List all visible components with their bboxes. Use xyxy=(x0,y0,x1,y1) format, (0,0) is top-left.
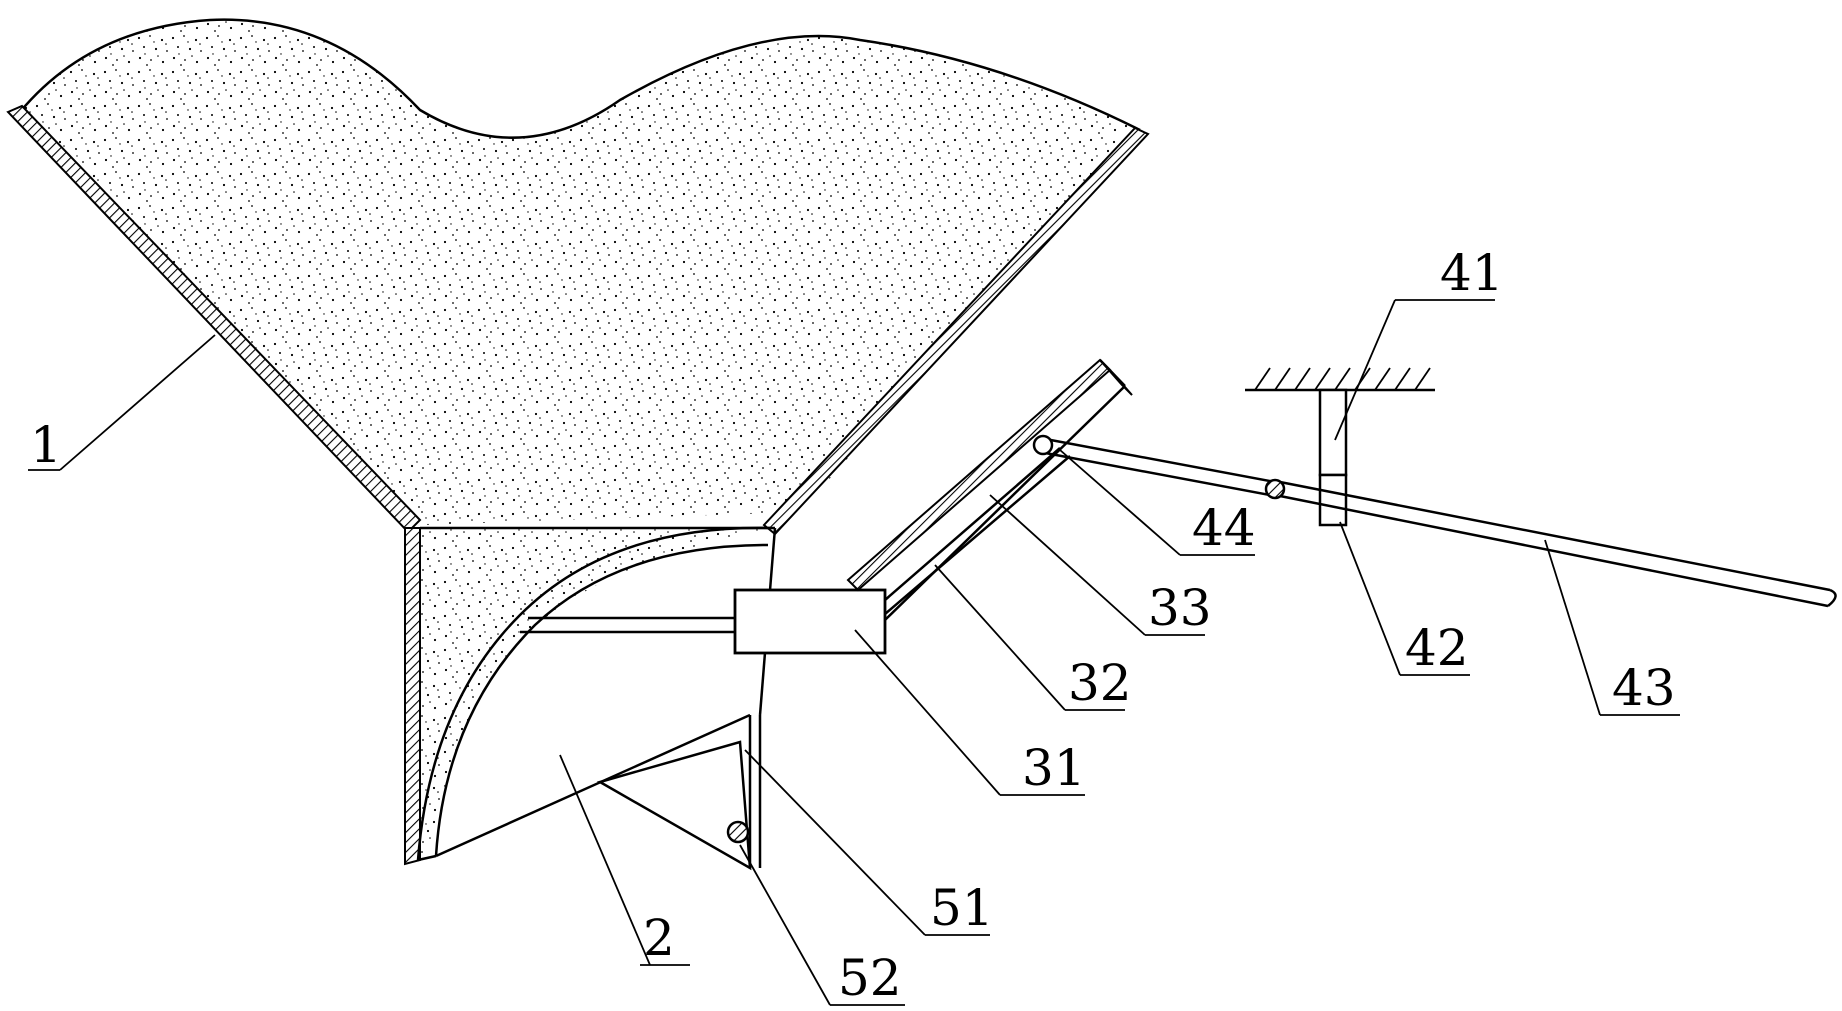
leader-33 xyxy=(989,494,1146,636)
label-hinge-pin: 52 xyxy=(838,949,902,1007)
label-link-pin: 44 xyxy=(1192,499,1256,557)
label-pivot-block: 42 xyxy=(1405,619,1469,677)
label-hopper: 1 xyxy=(30,416,62,474)
leader-52 xyxy=(739,844,831,1006)
ceiling-hatching xyxy=(1254,367,1431,391)
gate-bottom-edge xyxy=(435,713,751,858)
tube-end-pin xyxy=(1032,434,1054,456)
label-gate-plate: 51 xyxy=(930,879,994,937)
cylinder-box xyxy=(733,588,887,655)
link-rod-top xyxy=(1039,436,1276,484)
link-rod-bottom xyxy=(1039,450,1276,498)
label-lever: 43 xyxy=(1612,659,1676,717)
hinge-bracket xyxy=(596,740,752,871)
lever-bottom xyxy=(1279,494,1829,608)
leader-32 xyxy=(934,564,1066,711)
leader-42 xyxy=(1339,521,1401,676)
label-mount: 41 xyxy=(1440,244,1504,302)
guide-tube-end xyxy=(1099,359,1126,387)
bulk-material-upper xyxy=(20,19,1140,525)
lever-end xyxy=(1827,588,1837,607)
push-rod-line-2 xyxy=(884,455,1071,615)
leader-lines xyxy=(28,299,1680,1006)
pivot-block xyxy=(1318,473,1348,527)
outlet-left-wall xyxy=(404,527,421,866)
leader-31 xyxy=(854,629,1001,796)
leader-43 xyxy=(1544,539,1601,716)
hopper-top-surface xyxy=(19,18,1141,139)
gate-arc-end xyxy=(417,854,437,862)
link-pin-circle xyxy=(1264,478,1286,500)
label-gate: 2 xyxy=(643,909,675,967)
push-rod-line-1 xyxy=(884,447,1061,601)
label-push-rod: 33 xyxy=(1148,579,1212,637)
bulk-material-lower xyxy=(420,528,775,860)
leader-44 xyxy=(1059,449,1181,556)
gate-arc-outer xyxy=(416,526,771,861)
mount-post xyxy=(1318,388,1348,477)
label-cylinder: 31 xyxy=(1022,739,1086,797)
gate-arc-inner xyxy=(434,543,769,857)
lever-top xyxy=(1279,480,1831,592)
leader-2 xyxy=(559,754,651,966)
hinge-pin-circle xyxy=(726,820,750,844)
gate-sector xyxy=(436,715,762,868)
leader-1 xyxy=(59,334,216,471)
leader-51 xyxy=(744,749,926,936)
hopper-left-wall xyxy=(6,104,422,534)
label-guide-tube: 32 xyxy=(1068,654,1132,712)
leader-41 xyxy=(1334,299,1396,441)
